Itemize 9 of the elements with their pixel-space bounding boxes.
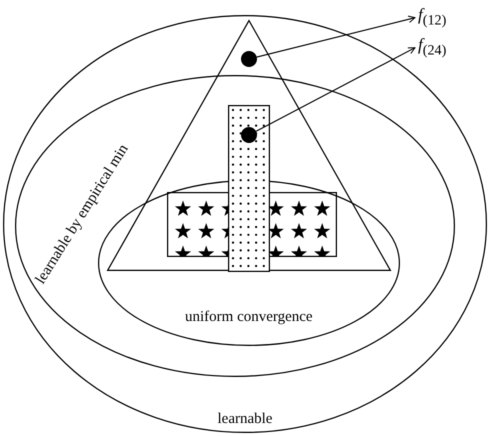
region-label: learnable: [218, 410, 272, 428]
arrow: [256, 47, 416, 132]
dot-marker: [241, 127, 257, 143]
dot-marker: [241, 51, 257, 67]
arrow: [256, 16, 416, 58]
function-label: f$_{(12)}$: [418, 5, 446, 30]
region-label: uniform convergence: [185, 308, 313, 326]
function-label: f$_{(24)}$: [418, 35, 446, 60]
ellipse-region: [15, 75, 455, 377]
